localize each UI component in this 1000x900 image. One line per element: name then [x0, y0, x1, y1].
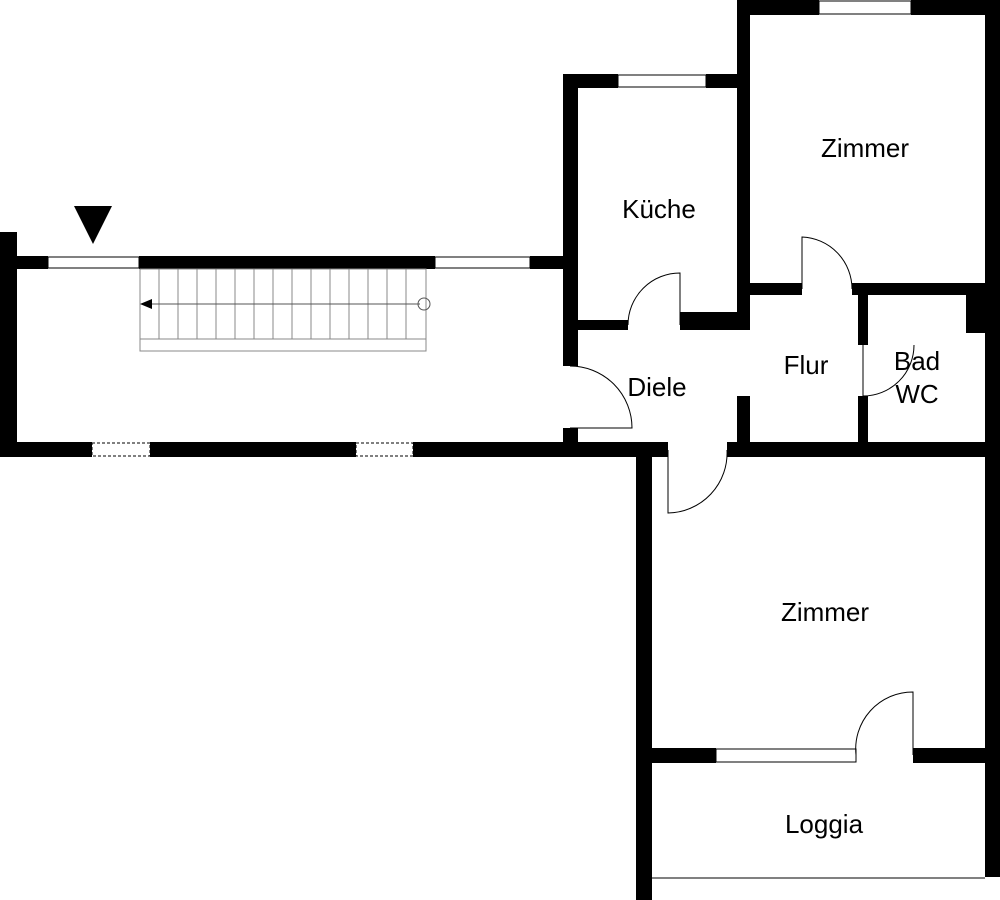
label-loggia: Loggia — [785, 809, 864, 839]
wall-diele-west-lower — [563, 428, 578, 457]
window-stairhall-top-2 — [434, 256, 531, 269]
wall-zimmer-bottom-south-1 — [652, 748, 716, 763]
door-loggia — [855, 691, 914, 756]
door-kueche — [627, 272, 681, 326]
door-diele — [569, 365, 633, 429]
door-bad — [862, 344, 915, 397]
wall-zimmer-bottom-south-2 — [913, 748, 1000, 763]
wall-center-2 — [727, 442, 1000, 457]
wall-stairhall-top-2 — [139, 256, 435, 269]
wall-kueche-top-1 — [563, 74, 618, 88]
wall-stairhall-bottom-1 — [0, 442, 92, 457]
wall-bad-west-lower — [858, 396, 868, 457]
label-kueche: Küche — [622, 194, 696, 224]
wall-bad-stub — [966, 295, 985, 333]
label-diele: Diele — [627, 372, 686, 402]
entrance-arrow-icon — [74, 206, 112, 244]
wall-stairhall-bottom-3 — [413, 442, 565, 457]
wall-stairhall-top-1 — [17, 256, 48, 269]
window-stairhall-bottom-2 — [355, 442, 414, 457]
window-stairhall-top-1 — [47, 256, 140, 269]
door-zimmer-top — [801, 236, 853, 290]
wall-stairhall-top-3 — [530, 256, 565, 269]
wall-kueche-west — [563, 74, 578, 366]
doors — [569, 236, 915, 756]
window-stairhall-bottom-1 — [91, 442, 151, 457]
window-kueche — [617, 74, 707, 88]
window-zimmer-top — [818, 0, 912, 15]
wall-zimmer-top-2 — [911, 0, 1000, 15]
label-zimmer-bottom: Zimmer — [781, 597, 869, 627]
wall-flur-west-lower — [737, 396, 750, 457]
window-zimmer-bottom — [715, 748, 857, 763]
door-zimmer-bottom — [667, 449, 728, 514]
wall-zimmer-bottom-west — [636, 442, 652, 900]
label-bad: Bad — [894, 346, 940, 376]
wall-kueche-bottom-1 — [578, 320, 628, 330]
wall-zimmer-bottom-east — [985, 457, 1000, 877]
wall-stairhall-left — [0, 232, 17, 456]
wall-stairhall-bottom-2 — [150, 442, 356, 457]
label-wc: WC — [895, 379, 938, 409]
wall-zimmer-top-bottom-2 — [852, 283, 985, 295]
stair-start-circle-icon — [417, 297, 431, 311]
label-zimmer-top: Zimmer — [821, 133, 909, 163]
wall-zimmer-top-bottom-1 — [750, 283, 802, 295]
wall-zimmer-top-east — [985, 0, 1000, 457]
wall-kueche-zimmer — [737, 0, 750, 330]
windows — [47, 0, 985, 879]
label-flur: Flur — [784, 350, 829, 380]
staircase — [139, 268, 431, 352]
room-labels: Küche Zimmer Flur Bad WC Diele Zimmer Lo… — [622, 133, 940, 839]
stair-direction-arrow-icon — [140, 299, 152, 309]
wall-bad-west-upper — [858, 283, 868, 345]
wall-zimmer-top-1 — [737, 0, 819, 15]
wall-kueche-bottom-2 — [680, 312, 750, 330]
